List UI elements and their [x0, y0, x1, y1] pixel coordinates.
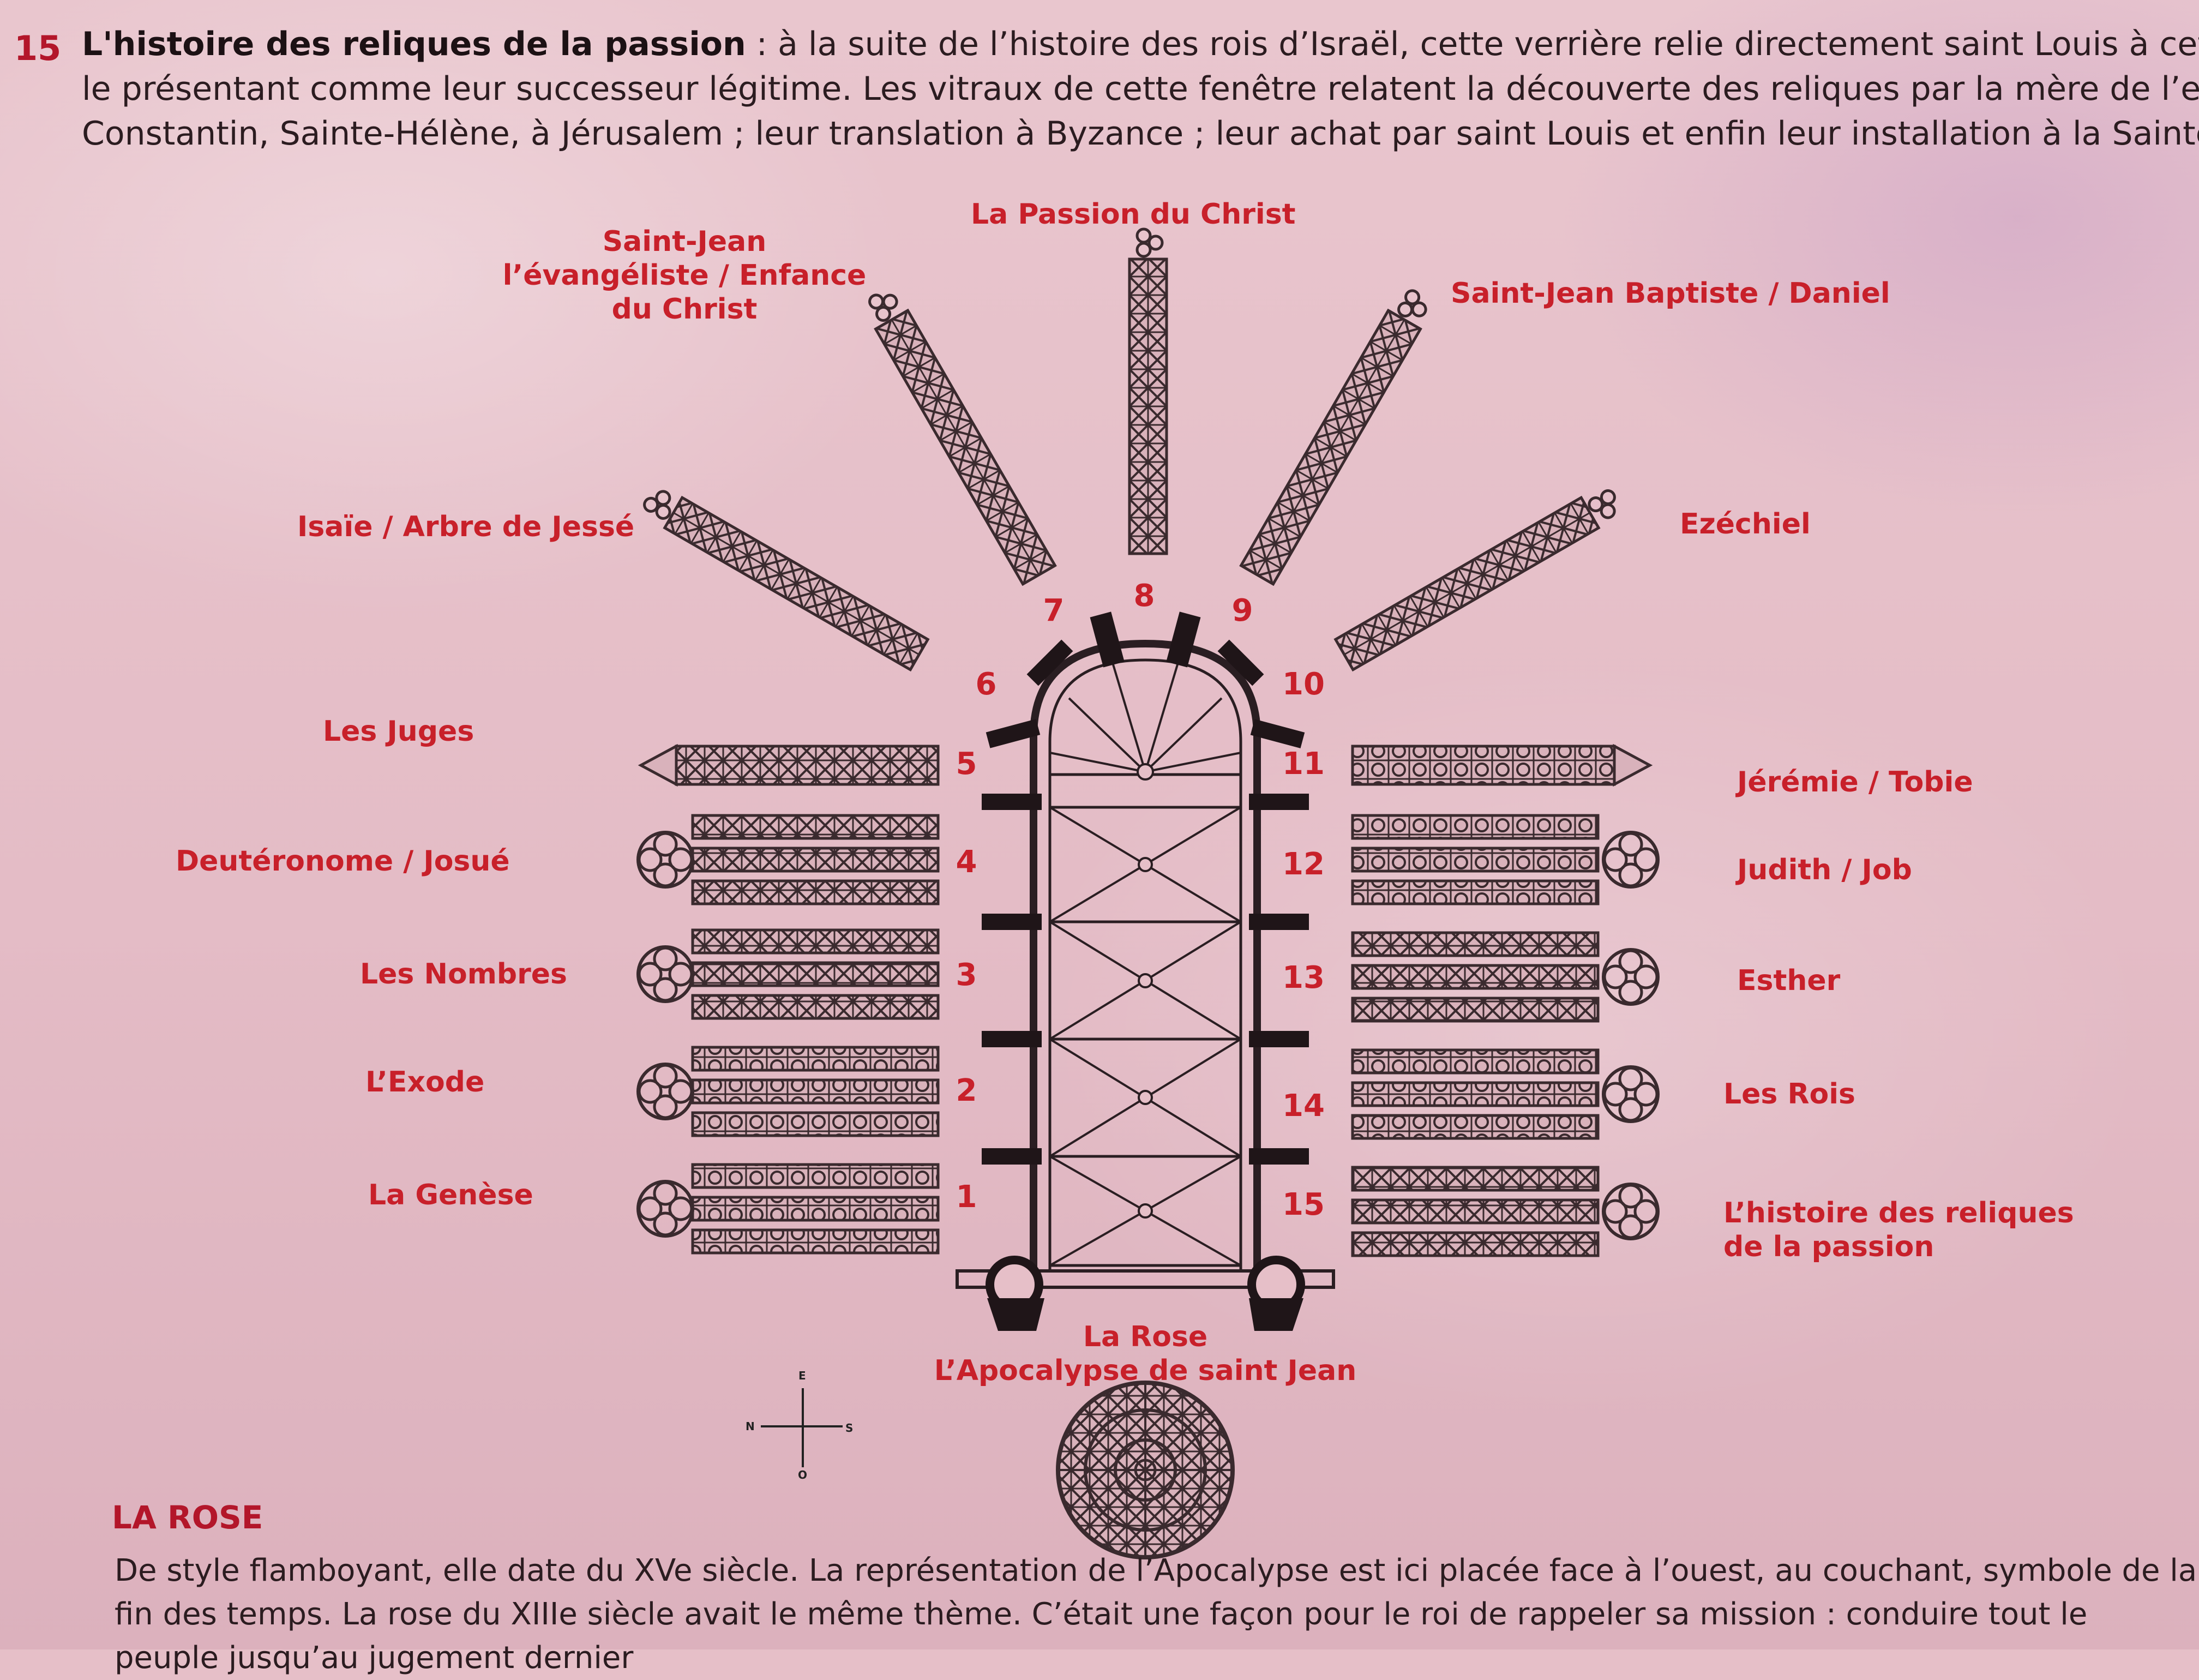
window-number-14: 14 [1282, 1088, 1325, 1124]
window-label-6: Isaïe / Arbre de Jessé [297, 511, 635, 543]
intro-line-2: le présentant comme leur successeur légi… [82, 70, 2199, 108]
window-2-drawing [638, 1046, 940, 1137]
window-label-3: Les Nombres [360, 958, 567, 991]
chapel-floor-plan [1030, 639, 1261, 1276]
window-number-6: 6 [975, 667, 997, 702]
window-number-13: 13 [1282, 960, 1325, 995]
window-13-drawing [1351, 931, 1658, 1023]
intro-line-3: Constantin, Sainte-Hélène, à Jérusalem ;… [82, 115, 2199, 153]
window-number-3: 3 [956, 957, 977, 993]
window-label-5: Les Juges [323, 715, 474, 748]
window-8-drawing [1128, 229, 1168, 555]
window-label-13: Esther [1737, 964, 1841, 997]
intro-line-1: L'histoire des reliques de la passion : … [82, 25, 2199, 63]
window-label-11: Jérémie / Tobie [1737, 766, 1973, 799]
compass-west: O [798, 1468, 808, 1481]
window-label-15: L’histoire des reliques de la passion [1723, 1197, 2074, 1263]
compass-rose [761, 1388, 843, 1467]
compass-east: E [798, 1369, 806, 1382]
window-label-7: Saint-Jean l’évangéliste / Enfance du Ch… [502, 225, 867, 326]
compass-south: S [845, 1421, 854, 1435]
buttresses [982, 611, 1309, 1165]
window-3-drawing [638, 928, 940, 1020]
window-number-10: 10 [1282, 667, 1325, 702]
window-number-2: 2 [956, 1073, 977, 1108]
west-end-towers [956, 1256, 1335, 1331]
window-number-9: 9 [1231, 593, 1253, 628]
window-6-drawing [639, 483, 930, 672]
panel-number: 15 [14, 28, 62, 68]
window-number-7: 7 [1043, 593, 1065, 628]
window-number-4: 4 [956, 844, 977, 880]
rose-label: La Rose L’Apocalypse de saint Jean [934, 1321, 1357, 1387]
window-number-8: 8 [1133, 578, 1155, 614]
window-label-4: Deutéronome / Josué [176, 845, 510, 878]
rose-description: De style flamboyant, elle date du XVe si… [115, 1553, 2197, 1676]
window-label-12: Judith / Job [1737, 854, 1912, 886]
window-label-9: Saint-Jean Baptiste / Daniel [1451, 277, 1890, 310]
window-11-drawing [1351, 743, 1653, 787]
compass-north: N [746, 1420, 755, 1433]
window-label-1: La Genèse [368, 1179, 533, 1211]
intro-title: L'histoire des reliques de la passion [82, 25, 746, 63]
window-5-drawing [638, 743, 940, 787]
window-7-drawing [861, 285, 1057, 586]
window-4-drawing [638, 814, 940, 905]
window-label-8: La Passion du Christ [971, 198, 1296, 231]
window-15-drawing [1351, 1166, 1658, 1257]
window-label-10: Ezéchiel [1680, 508, 1811, 541]
window-number-5: 5 [956, 746, 977, 782]
window-14-drawing [1351, 1048, 1658, 1140]
window-10-drawing [1333, 483, 1625, 672]
rose-window-drawing [1056, 1381, 1235, 1559]
rose-section-title: LA ROSE [112, 1499, 263, 1536]
window-number-11: 11 [1282, 746, 1325, 782]
window-number-15: 15 [1282, 1187, 1325, 1222]
window-1-drawing [638, 1163, 940, 1255]
window-9-drawing [1239, 285, 1435, 586]
window-label-14: Les Rois [1723, 1078, 1855, 1111]
window-number-1: 1 [956, 1179, 977, 1215]
window-12-drawing [1351, 814, 1658, 905]
window-label-2: L’Exode [365, 1066, 485, 1099]
window-number-12: 12 [1282, 847, 1325, 882]
intro-text: L'histoire des reliques de la passion : … [82, 22, 2199, 156]
